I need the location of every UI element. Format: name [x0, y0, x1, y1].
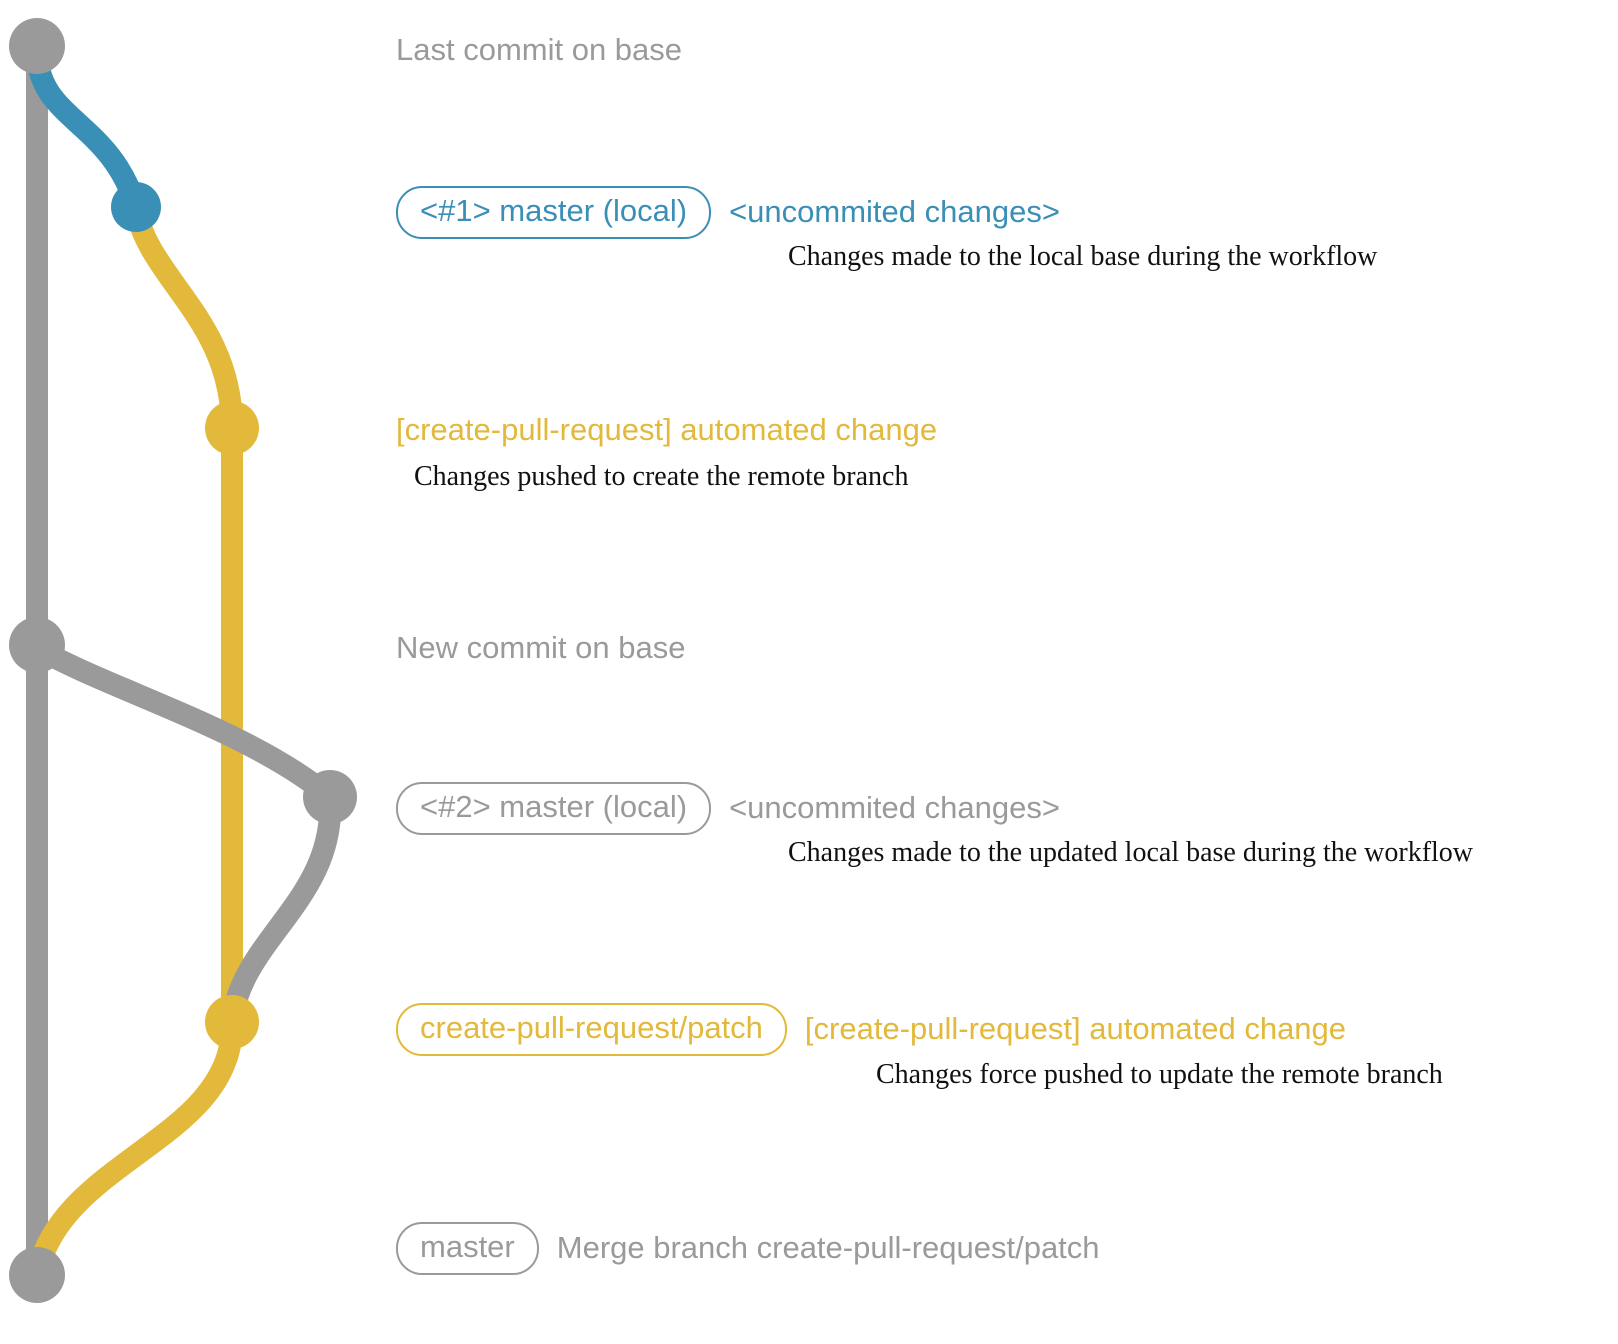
note-automated-change-1: Changes pushed to create the remote bran… [414, 461, 909, 492]
local-to-patch-line-2 [221, 789, 342, 1033]
local-branch-line-1 [26, 39, 147, 218]
subject-automated-change-2: [create-pull-request] automated change [804, 1011, 1347, 1046]
patch-merge-line [26, 1014, 243, 1286]
row-merge-commit: master Merge branch create-pull-request/… [396, 1222, 1100, 1275]
headline-new-commit-on-base: New commit on base [396, 630, 686, 665]
row-master-local-1: <#1> master (local) <uncommited changes> [396, 186, 1060, 239]
badge-master-local-1[interactable]: <#1> master (local) [396, 186, 712, 239]
commit-graph [9, 18, 357, 1303]
badge-master-local-2[interactable]: <#2> master (local) [396, 782, 712, 835]
note-automated-change-2: Changes force pushed to update the remot… [876, 1059, 1443, 1090]
headline-automated-change-1: [create-pull-request] automated change [396, 412, 938, 447]
subject-merge-commit: Merge branch create-pull-request/patch [556, 1230, 1100, 1265]
badge-create-pull-request-patch[interactable]: create-pull-request/patch [396, 1003, 787, 1056]
subject-master-local-1: <uncommited changes> [729, 194, 1060, 229]
node-base-head [9, 18, 65, 74]
base-branch-line-2 [26, 637, 341, 808]
node-patch-commit-2 [205, 995, 259, 1049]
node-local-commit-1 [111, 182, 161, 232]
note-master-local-1: Changes made to the local base during th… [788, 241, 1378, 272]
row-master-local-2: <#2> master (local) <uncommited changes> [396, 782, 1060, 835]
note-master-local-2: Changes made to the updated local base d… [788, 837, 1474, 868]
node-patch-commit-1 [205, 401, 259, 455]
badge-master[interactable]: master [396, 1222, 539, 1275]
node-merge-head [9, 1247, 65, 1303]
headline-last-commit-on-base: Last commit on base [396, 32, 683, 67]
node-local-commit-2 [303, 770, 357, 824]
row-automated-change-2: create-pull-request/patch [create-pull-r… [396, 1003, 1346, 1056]
subject-master-local-2: <uncommited changes> [729, 790, 1060, 825]
patch-branch-line-1 [125, 199, 243, 1033]
node-base-commit-2 [9, 617, 65, 673]
